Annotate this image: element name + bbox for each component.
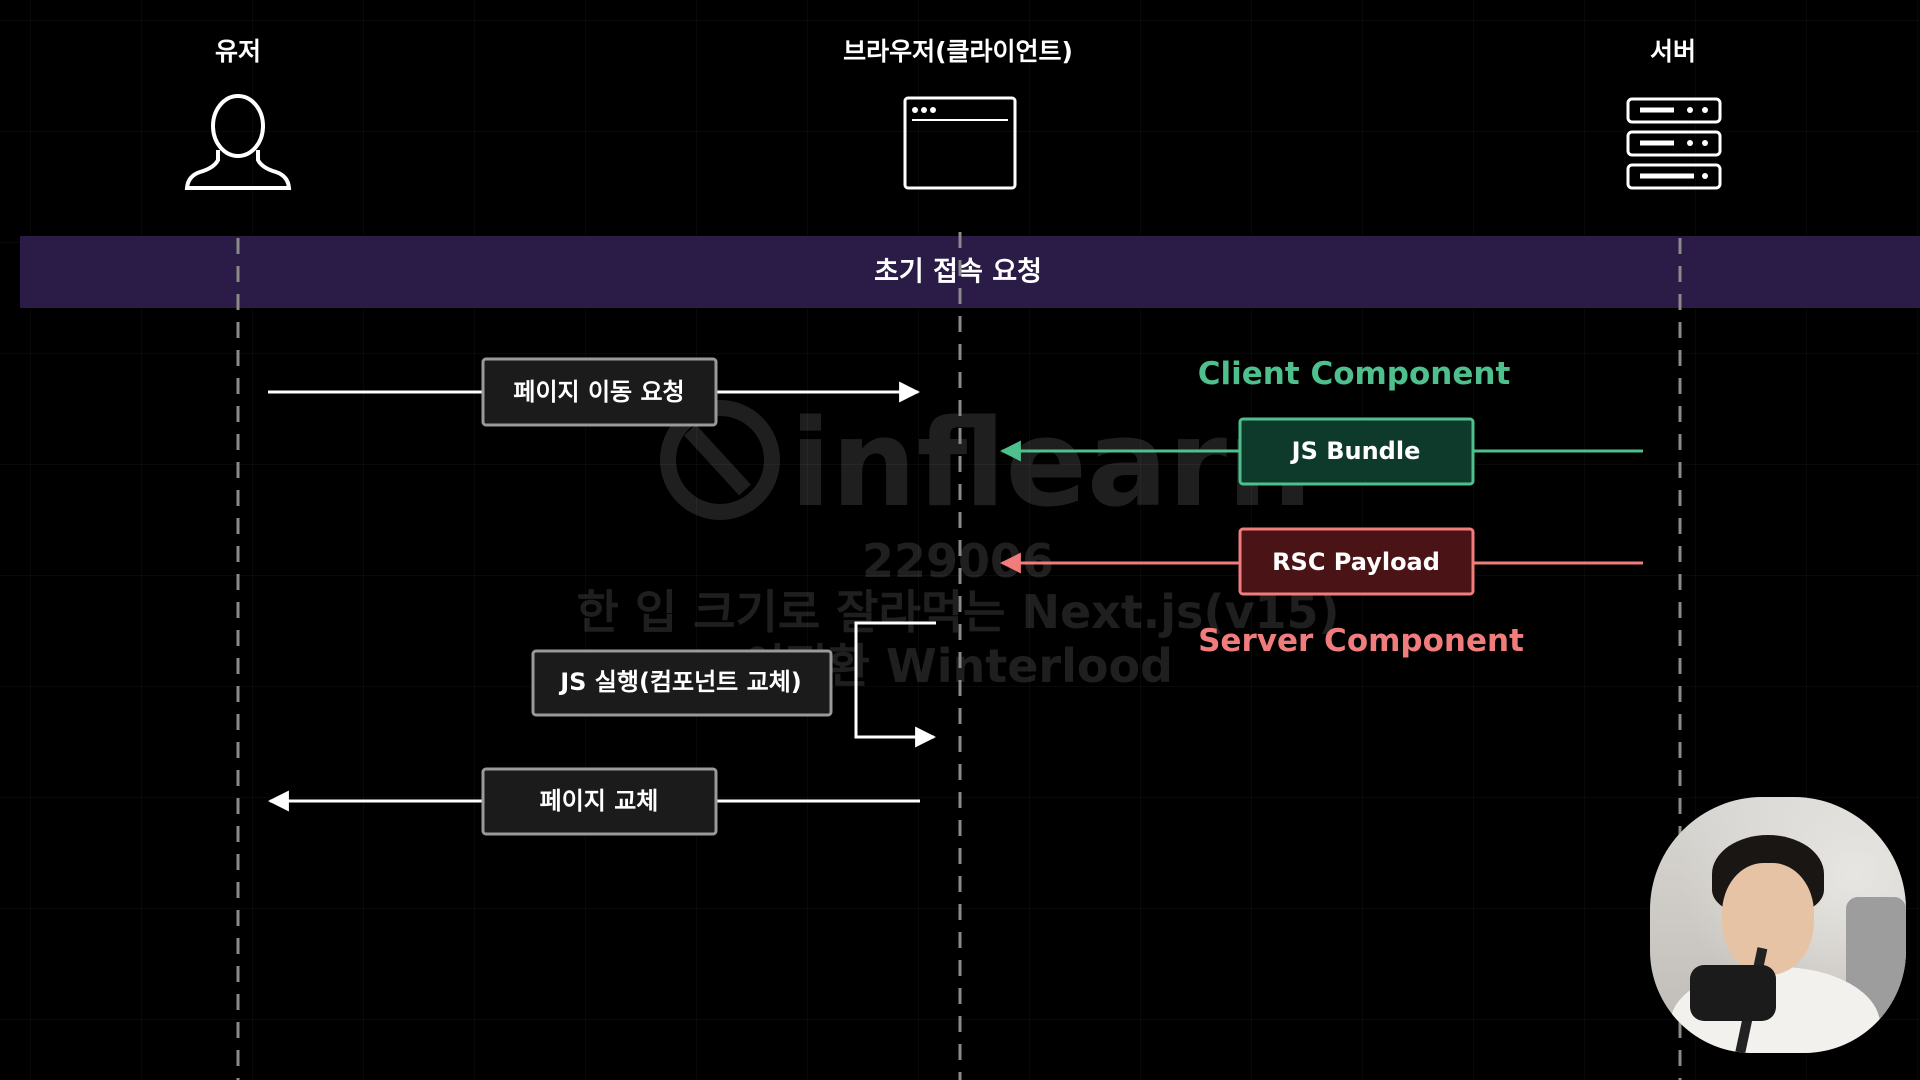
arrow-js-execute-loop — [854, 621, 937, 748]
presenter-webcam-image — [1650, 797, 1906, 1053]
inflearn-logo-icon — [660, 400, 780, 520]
box-rsc-payload — [1238, 527, 1475, 596]
label-js-bundle: JS Bundle — [1290, 437, 1421, 465]
client-component-label: Client Component — [1198, 356, 1511, 392]
actor-label-server: 서버 — [1650, 37, 1696, 66]
microphone-icon — [1690, 965, 1776, 1021]
label-rsc-payload: RSC Payload — [1272, 548, 1440, 576]
browser-window-icon — [903, 96, 1017, 190]
actor-label-browser: 브라우저(클라이언트) — [843, 37, 1073, 66]
label-page-move-request: 페이지 이동 요청 — [513, 378, 684, 406]
phase-banner-label: 초기 접속 요청 — [874, 257, 1042, 288]
box-js-bundle — [1238, 417, 1475, 486]
server-component-label: Server Component — [1198, 623, 1524, 659]
phase-banner — [20, 236, 1920, 308]
user-silhouette-icon — [184, 94, 292, 190]
watermark-id: 229006 — [862, 534, 1054, 588]
server-rack-icon — [1626, 97, 1722, 190]
label-js-execute: JS 실행(컴포넌트 교체) — [558, 668, 802, 696]
presenter-face-shape — [1722, 863, 1814, 975]
watermark-course: 한 입 크기로 잘라먹는 Next.js(v15) — [577, 585, 1340, 639]
box-page-replace — [481, 767, 718, 836]
box-js-execute — [531, 649, 833, 717]
watermark-logo-text: inflearn — [790, 395, 1312, 534]
label-page-replace: 페이지 교체 — [540, 787, 659, 815]
watermark: inflearn 229006 한 입 크기로 잘라먹는 Next.js(v15… — [577, 395, 1340, 693]
box-page-move-request — [481, 357, 718, 427]
actor-label-user: 유저 — [215, 37, 261, 66]
